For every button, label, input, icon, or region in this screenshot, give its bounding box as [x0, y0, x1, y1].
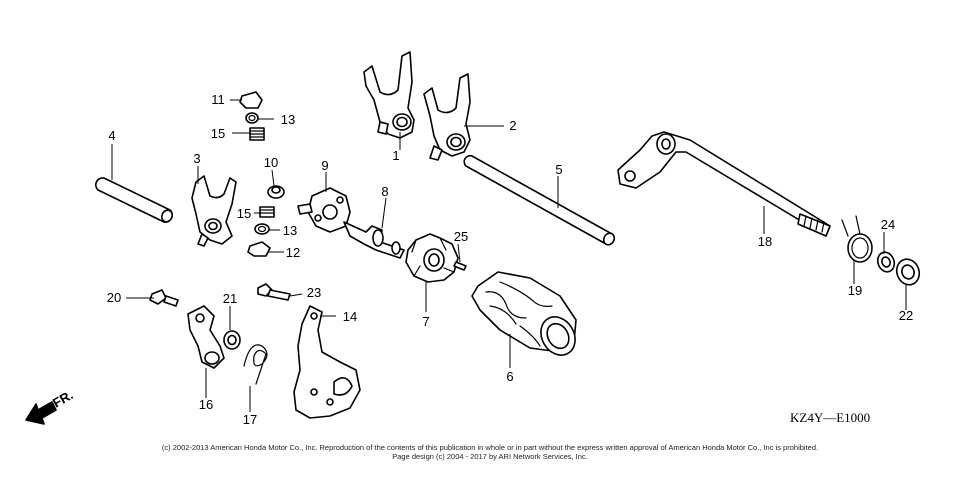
- callout-22: 22: [899, 308, 913, 323]
- callout-15-upper: 15: [211, 126, 225, 141]
- callout-23: 23: [307, 285, 321, 300]
- part-11-stopper[interactable]: [239, 91, 263, 109]
- callout-labels: 1 2 3 4 5 6 7 8 9 10 11 12 13 13 14 15 1…: [107, 92, 913, 427]
- part-22-seal[interactable]: [893, 256, 923, 288]
- callout-25: 25: [454, 229, 468, 244]
- part-24-washer[interactable]: [875, 250, 897, 274]
- part-20-bolt[interactable]: [149, 289, 179, 307]
- callout-7: 7: [422, 314, 429, 329]
- part-17-spring[interactable]: [243, 344, 268, 385]
- part-4-shaft[interactable]: [94, 177, 174, 224]
- callout-24: 24: [881, 217, 895, 232]
- callout-9: 9: [321, 158, 328, 173]
- callout-13-upper: 13: [281, 112, 295, 127]
- part-25-pin[interactable]: [453, 261, 467, 271]
- part-12-stopper[interactable]: [247, 241, 271, 257]
- part-13-spring-upper[interactable]: [245, 112, 259, 124]
- footer-line-2: Page design (c) 2004 - 2017 by ARI Netwo…: [392, 452, 588, 461]
- callout-15-lower: 15: [237, 206, 251, 221]
- part-10-bolt[interactable]: [267, 185, 285, 199]
- part-18-gearshift-spindle[interactable]: [617, 131, 831, 237]
- part-14-stopper-plate[interactable]: [293, 305, 361, 419]
- callout-5: 5: [555, 162, 562, 177]
- callout-11: 11: [211, 92, 225, 107]
- callout-1: 1: [392, 148, 399, 163]
- leader-lines: [111, 99, 907, 412]
- callout-17: 17: [243, 412, 257, 427]
- part-15-spring-lower[interactable]: [259, 206, 275, 218]
- callout-18: 18: [758, 234, 772, 249]
- part-13-spring-lower[interactable]: [254, 223, 270, 235]
- front-direction-indicator: FR.: [25, 387, 76, 425]
- callout-8: 8: [381, 184, 388, 199]
- part-16-arm[interactable]: [187, 305, 225, 369]
- callout-2: 2: [509, 118, 516, 133]
- callout-14: 14: [343, 309, 357, 324]
- part-23-bolt[interactable]: [257, 283, 291, 301]
- callout-21: 21: [223, 291, 237, 306]
- part-19-return-spring[interactable]: [841, 215, 873, 263]
- part-9-cam-plate[interactable]: [297, 187, 351, 233]
- footer-line-1: (c) 2002-2013 American Honda Motor Co., …: [161, 443, 819, 452]
- callout-10: 10: [264, 155, 278, 170]
- callout-12: 12: [286, 245, 300, 260]
- callout-6: 6: [506, 369, 513, 384]
- part-21-collar[interactable]: [223, 330, 241, 350]
- callout-13-lower: 13: [283, 223, 297, 238]
- callout-4: 4: [108, 128, 115, 143]
- arrow-left-icon: [25, 401, 57, 425]
- callout-3: 3: [193, 151, 200, 166]
- part-8-cam-shaft[interactable]: [343, 221, 405, 259]
- callout-20: 20: [107, 290, 121, 305]
- copyright-footer: (c) 2002-2013 American Honda Motor Co., …: [0, 443, 980, 461]
- part-3-shift-fork[interactable]: [191, 175, 237, 247]
- part-1-shift-fork[interactable]: [363, 51, 415, 139]
- callout-19: 19: [848, 283, 862, 298]
- diagram-code: KZ4Y—E1000: [790, 410, 870, 425]
- part-7-drum-center[interactable]: [405, 233, 459, 283]
- part-6-shift-drum[interactable]: [471, 271, 582, 361]
- part-15-spring-upper[interactable]: [249, 127, 265, 141]
- part-2-shift-fork[interactable]: [423, 73, 471, 161]
- part-5-fork-shaft[interactable]: [463, 154, 616, 247]
- callout-16: 16: [199, 397, 213, 412]
